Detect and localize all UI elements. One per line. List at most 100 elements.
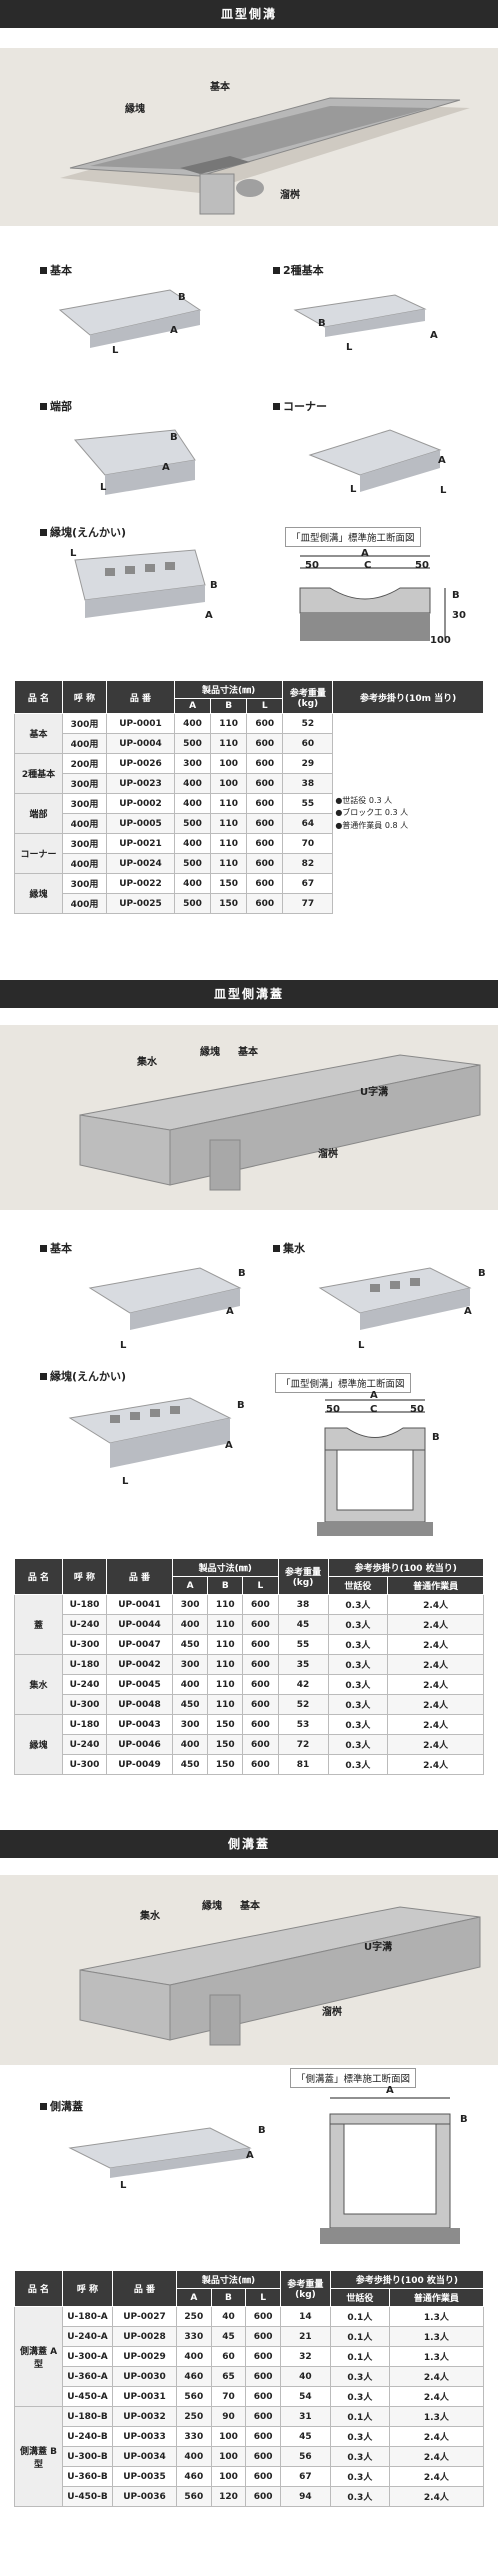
table-cell: UP-0049 xyxy=(106,1754,173,1775)
table-cell: 52 xyxy=(282,713,334,734)
table-cell: 600 xyxy=(242,1594,279,1615)
table-cell: 600 xyxy=(245,2466,281,2487)
table-cell: 300 xyxy=(171,1714,209,1735)
table-cell: 60 xyxy=(282,733,334,754)
table-cell: UP-0029 xyxy=(112,2346,177,2367)
table-cell: 55 xyxy=(277,1634,329,1655)
table-cell: 67 xyxy=(282,873,334,894)
table-cell: 0.3人 xyxy=(327,1654,389,1675)
diagram-caption-3: 「側溝蓋」標準施工断面図 xyxy=(290,2068,417,2088)
table-cell: 250 xyxy=(176,2406,212,2427)
diagram-caption-1: 「皿型側溝」標準施工断面図 xyxy=(285,527,421,547)
cross-section-diagram-1 xyxy=(299,555,446,641)
table-cell: 0.3人 xyxy=(327,1674,389,1695)
table-cell: 600 xyxy=(246,773,284,794)
table-cell: 400 xyxy=(171,1674,209,1695)
table-cell: 38 xyxy=(282,773,334,794)
table-cell: 600 xyxy=(245,2386,281,2407)
table-cell: U-180 xyxy=(62,1654,107,1675)
dim-a-4: A xyxy=(438,455,446,466)
table-cell: 100 xyxy=(210,2426,247,2447)
table-cell: 2.4人 xyxy=(387,1634,484,1655)
table-cell: 500 xyxy=(173,813,212,834)
table-cell: 600 xyxy=(242,1754,279,1775)
block-image-2shu-kihon xyxy=(293,294,427,337)
table-cell: 2.4人 xyxy=(387,1594,484,1615)
table-cell: 45 xyxy=(277,1614,329,1635)
th-code: 品 番 xyxy=(106,680,175,714)
dim-a-8: A xyxy=(464,1306,472,1317)
table-cell: 21 xyxy=(279,2326,331,2347)
table-cell: 110 xyxy=(210,713,248,734)
table-cell: 110 xyxy=(207,1674,244,1695)
th2-name: 品 名 xyxy=(14,1558,63,1595)
table-cell: U-450-A xyxy=(62,2386,113,2407)
table-cell: UP-0032 xyxy=(112,2406,177,2427)
table-cell: 100 xyxy=(210,2466,247,2487)
dim-a-9: A xyxy=(225,1440,233,1451)
table-cell: 600 xyxy=(242,1694,279,1715)
callout-enkai: 縁塊 xyxy=(125,104,145,115)
table-cell: 55 xyxy=(282,793,334,814)
dim-l-9: L xyxy=(122,1476,129,1487)
table-cell: 0.3人 xyxy=(329,2486,390,2507)
table-cell: 600 xyxy=(242,1674,279,1695)
table-cell: 2.4人 xyxy=(388,2366,485,2387)
callout-enkai-2: 縁塊 xyxy=(200,1047,220,1058)
block-image-shusui-2 xyxy=(318,1267,472,1330)
table-cell: 500 xyxy=(173,733,212,754)
table-cell: U-240 xyxy=(62,1614,107,1635)
table-cell: 560 xyxy=(176,2386,212,2407)
table-cell: 81 xyxy=(277,1754,329,1775)
table-cell: 53 xyxy=(277,1714,329,1735)
dim-b-3: B xyxy=(170,432,178,443)
table-cell: 110 xyxy=(207,1614,244,1635)
table-cell: 450 xyxy=(171,1634,209,1655)
table-cell: UP-0030 xyxy=(112,2366,177,2387)
table-cell: 38 xyxy=(277,1594,329,1615)
table-cell: 70 xyxy=(282,833,334,854)
row-product-name: 集水 xyxy=(14,1654,63,1715)
table-cell: U-180-B xyxy=(62,2406,113,2427)
table-cell: 77 xyxy=(282,893,334,914)
callout-shusui-2: 集水 xyxy=(137,1057,157,1068)
table-cell: 100 xyxy=(210,753,248,774)
table-cell: 110 xyxy=(207,1694,244,1715)
callout-ujikou-3: U字溝 xyxy=(364,1942,393,1953)
th3-a: A xyxy=(176,2288,212,2307)
table-cell: 110 xyxy=(210,853,248,874)
th2-w1: 世話役 xyxy=(327,1576,389,1595)
table-cell: 35 xyxy=(277,1654,329,1675)
table-cell: UP-0036 xyxy=(112,2486,177,2507)
product-label-kihon: 基本 xyxy=(40,262,72,278)
table-cell: UP-0001 xyxy=(106,713,175,734)
row-product-name: 端部 xyxy=(14,793,63,834)
table-cell: 300 xyxy=(171,1654,209,1675)
table-cell: U-360-B xyxy=(62,2466,113,2487)
th2-weight: 参考重量(kg) xyxy=(277,1558,329,1595)
table-cell: UP-0033 xyxy=(112,2426,177,2447)
callout-kihon-3: 基本 xyxy=(240,1901,260,1912)
block-image-kihon xyxy=(58,289,202,348)
block-image-enkai xyxy=(74,549,206,618)
table-cell: U-180-A xyxy=(62,2306,113,2327)
th2-dims: 製品寸法(㎜) xyxy=(172,1558,279,1577)
table-cell: 460 xyxy=(176,2466,212,2487)
row-product-name: コーナー xyxy=(14,833,63,874)
table-cell: 400 xyxy=(173,873,212,894)
dim-a-1: A xyxy=(170,325,178,336)
table-cell: 600 xyxy=(246,813,284,834)
table-cell: 500 xyxy=(173,893,212,914)
